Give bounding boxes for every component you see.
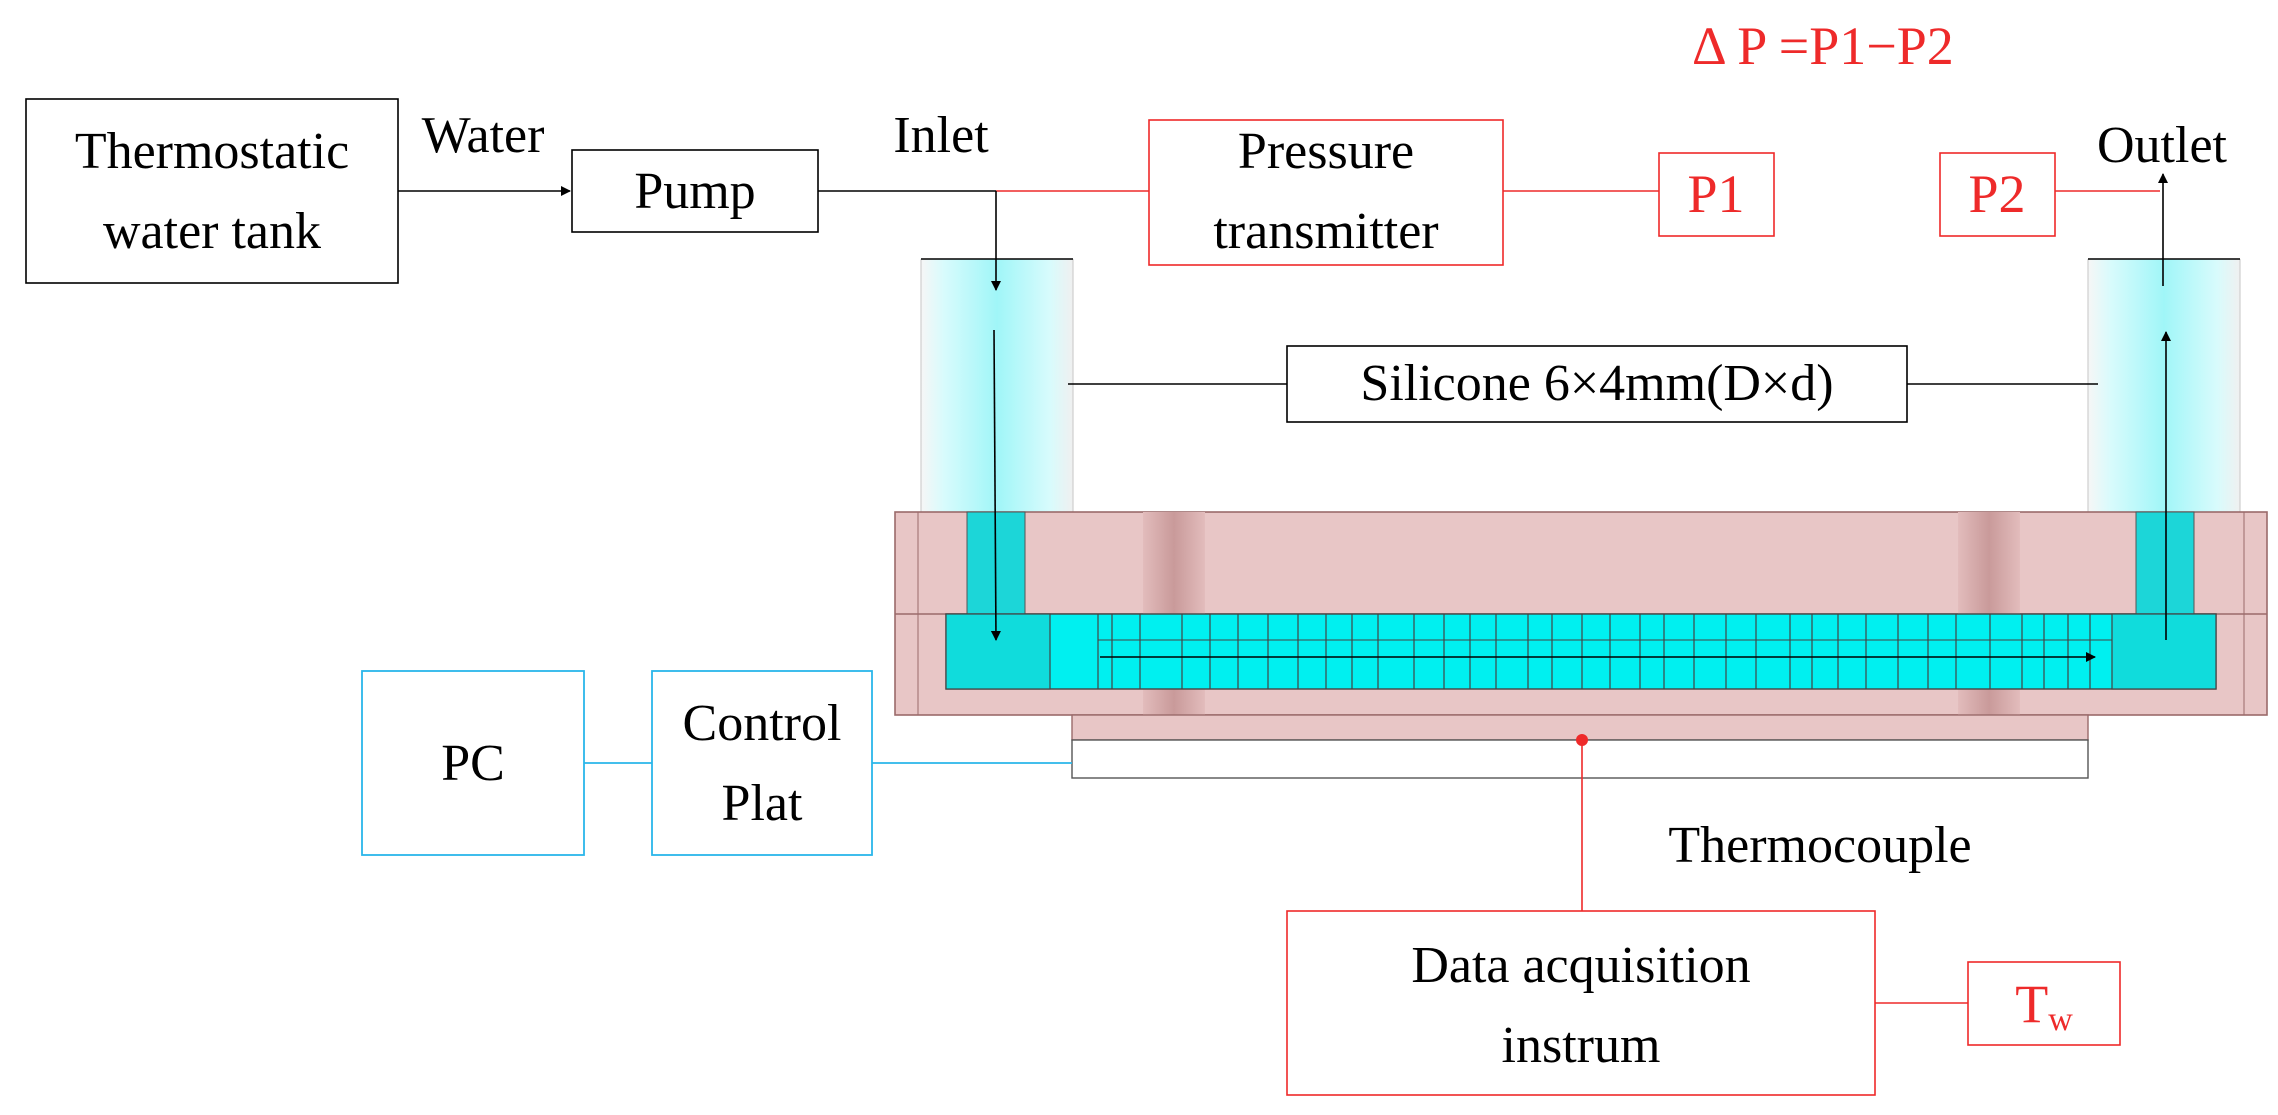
tw-main: T (2015, 974, 2048, 1034)
p2-box (1939, 152, 2056, 237)
silicone-label: Silicone 6×4mm(D×d) (1360, 355, 1833, 412)
daq-label-line2: instrum (1502, 1017, 1661, 1074)
tw-subscript: w (2048, 1001, 2073, 1038)
pressure-label-line2: transmitter (1213, 203, 1438, 260)
thermostatic-tank-box (25, 98, 399, 284)
outlet-plenum (2111, 613, 2217, 690)
thermocouple-point (1576, 734, 1588, 746)
p2-label: P2 (1968, 164, 2025, 224)
heater-base (1071, 739, 2089, 779)
tank-label-line1: Thermostatic (75, 123, 349, 180)
pump-label: Pump (634, 163, 755, 220)
daq-label-line1: Data acquisition (1411, 937, 1750, 994)
pc-box (361, 670, 585, 856)
water-label: Water (422, 107, 545, 164)
tw-label: Tw (2015, 974, 2073, 1038)
control-plat-box (651, 670, 873, 856)
micro-channel (945, 613, 2217, 690)
pump-box (571, 149, 819, 233)
tank-label-line2: water tank (103, 203, 321, 260)
pressure-transmitter-box (1148, 119, 1504, 266)
data-acquisition-box (1286, 910, 1876, 1096)
inlet-label: Inlet (893, 107, 989, 164)
pressure-label-line1: Pressure (1238, 123, 1414, 180)
inlet-plenum (945, 613, 1051, 690)
p1-box (1658, 152, 1775, 237)
silicone-label-box (1286, 345, 1908, 423)
p1-label: P1 (1687, 164, 1744, 224)
control-label-line1: Control (683, 695, 842, 752)
inlet-tube (921, 259, 1073, 513)
thermocouple-label: Thermocouple (1668, 817, 1971, 874)
outlet-tube (2088, 259, 2240, 513)
control-label-line2: Plat (722, 775, 803, 832)
outlet-riser (2135, 511, 2195, 615)
pc-label: PC (441, 735, 505, 792)
tw-box (1967, 961, 2121, 1046)
channel-fins (1097, 614, 2112, 689)
outlet-label: Outlet (2097, 117, 2228, 174)
inlet-flow-arrow-down (990, 329, 1001, 641)
delta-p-formula: Δ P =P1−P2 (1692, 16, 1954, 76)
